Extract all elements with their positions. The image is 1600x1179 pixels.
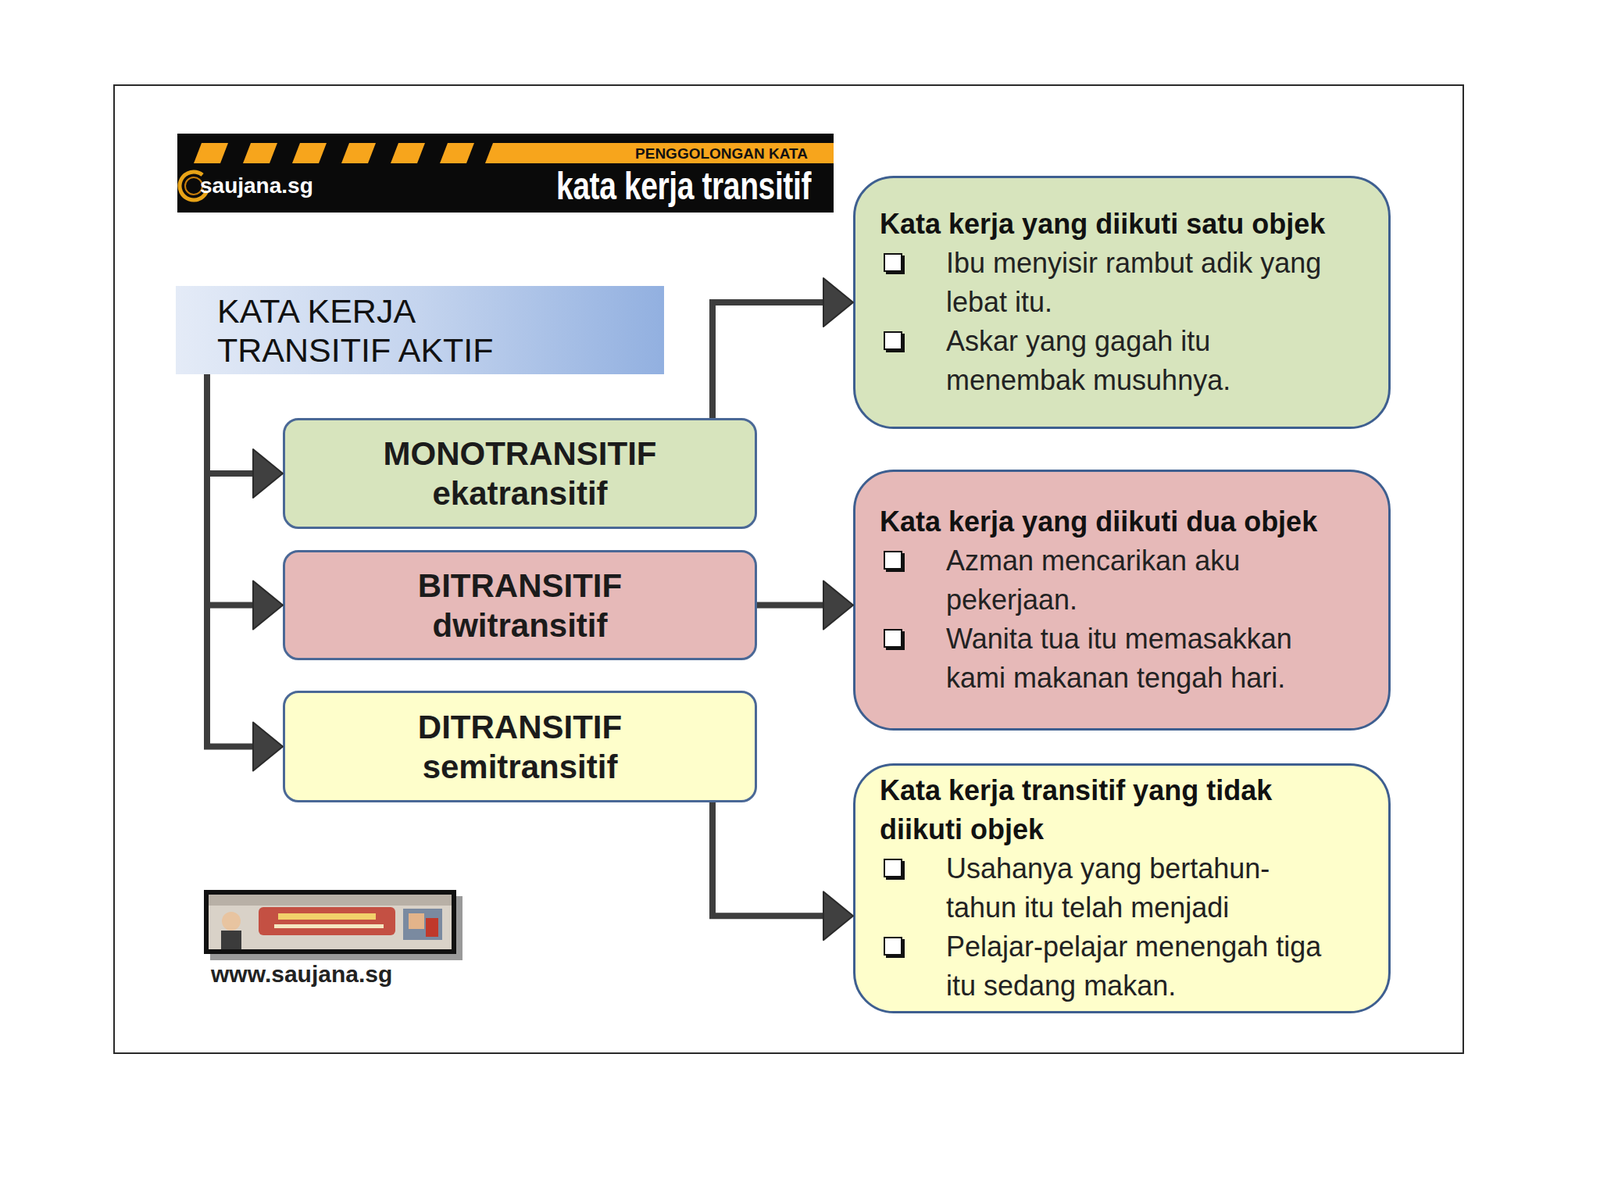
example-item: Ibu menyisir rambut adik yang lebat itu. bbox=[946, 243, 1389, 322]
website-url: www.saujana.sg bbox=[210, 960, 393, 988]
example-box: Kata kerja yang diikuti satu objekIbu me… bbox=[853, 175, 1391, 429]
root-box: KATA KERJA TRANSITIF AKTIF bbox=[175, 285, 665, 375]
checkbox-bullet bbox=[883, 628, 903, 648]
example-item: Usahanya yang bertahun-tahun itu telah m… bbox=[946, 849, 1389, 928]
banner-background bbox=[177, 133, 834, 213]
site-logo bbox=[203, 889, 465, 962]
connector bbox=[207, 374, 283, 498]
connector bbox=[207, 374, 283, 630]
logo-photo bbox=[425, 917, 439, 937]
category-name: BITRANSITIF bbox=[417, 565, 622, 606]
checkbox-bullet bbox=[883, 936, 903, 956]
arrow-head bbox=[823, 891, 854, 940]
logo-photo bbox=[403, 908, 443, 940]
connector-line bbox=[207, 374, 258, 474]
connector-line bbox=[712, 802, 829, 916]
banner-stripe bbox=[292, 142, 327, 164]
banner-stripe bbox=[242, 142, 278, 164]
example-sentence: Ibu menyisir rambut adik yang lebat itu. bbox=[946, 243, 1333, 322]
category-box: BITRANSITIFdwitransitif bbox=[282, 550, 758, 661]
category-name: MONOTRANSITIF bbox=[383, 433, 658, 474]
connector-line bbox=[712, 302, 829, 418]
checkbox-bullet bbox=[883, 331, 903, 350]
category-alias: ekatransitif bbox=[432, 473, 608, 514]
arrow-head bbox=[823, 581, 854, 630]
banner-stripe bbox=[193, 142, 229, 164]
example-sentence: Azman mencarikan aku pekerjaan. bbox=[946, 541, 1333, 620]
root-label: KATA KERJA TRANSITIF AKTIF bbox=[217, 291, 530, 370]
logo-text: saujana.sg bbox=[200, 173, 314, 199]
connector-line bbox=[207, 374, 258, 606]
logo-script bbox=[278, 913, 376, 920]
logo-border bbox=[203, 889, 457, 954]
banner-stripe bbox=[390, 142, 425, 164]
logo-ring bbox=[185, 177, 203, 195]
category-alias: semitransitif bbox=[422, 746, 618, 787]
arrow-head bbox=[253, 449, 283, 498]
checkbox-bullet bbox=[883, 550, 903, 570]
example-sentence: Askar yang gagah itu menembak musuhnya. bbox=[946, 321, 1333, 400]
banner-stripe bbox=[341, 142, 376, 164]
checkbox-bullet bbox=[883, 253, 903, 272]
logo-banner bbox=[258, 907, 396, 936]
example-box: Kata kerja transitif yang tidak diikuti … bbox=[853, 763, 1391, 1014]
example-heading: Kata kerja yang diikuti dua objek bbox=[879, 502, 1341, 542]
connector-line bbox=[757, 602, 829, 609]
connector bbox=[712, 278, 854, 418]
connector-line bbox=[207, 374, 258, 747]
banner-title: kata kerja transitif bbox=[556, 164, 811, 208]
logo-script bbox=[274, 924, 384, 929]
example-sentence: Wanita tua itu memasakkan kami makanan t… bbox=[946, 619, 1333, 698]
logo-figure bbox=[221, 930, 242, 950]
category-alias: dwitransitif bbox=[432, 605, 608, 646]
arrow-head bbox=[823, 278, 854, 327]
example-box: Kata kerja yang diikuti dua objekAzman m… bbox=[853, 469, 1391, 731]
connector bbox=[207, 374, 283, 772]
logo-figure bbox=[221, 911, 241, 931]
example-heading: Kata kerja yang diikuti satu objek bbox=[879, 204, 1341, 244]
logo-fill bbox=[208, 894, 452, 950]
connector bbox=[757, 581, 854, 630]
arrow-head bbox=[253, 581, 283, 630]
logo-strip bbox=[208, 894, 452, 906]
example-item: Pelajar-pelajar menengah tiga itu sedang… bbox=[946, 927, 1389, 1006]
example-sentence: Usahanya yang bertahun-tahun itu telah m… bbox=[946, 849, 1333, 928]
example-item: Askar yang gagah itu menembak musuhnya. bbox=[946, 321, 1389, 400]
logo-photo bbox=[408, 913, 425, 929]
banner-band bbox=[485, 142, 834, 164]
category-box: DITRANSITIFsemitransitif bbox=[282, 690, 758, 803]
arrow-head bbox=[253, 722, 283, 772]
example-item: Wanita tua itu memasakkan kami makanan t… bbox=[946, 619, 1389, 698]
example-heading: Kata kerja transitif yang tidak diikuti … bbox=[879, 771, 1341, 850]
connector bbox=[712, 802, 854, 940]
banner-subtitle: PENGGOLONGAN KATA bbox=[635, 144, 808, 163]
category-box: MONOTRANSITIFekatransitif bbox=[282, 417, 758, 529]
category-name: DITRANSITIF bbox=[417, 707, 622, 747]
example-item: Azman mencarikan aku pekerjaan. bbox=[946, 541, 1389, 620]
banner-stripe bbox=[439, 142, 475, 164]
example-sentence: Pelajar-pelajar menengah tiga itu sedang… bbox=[946, 927, 1333, 1006]
checkbox-bullet bbox=[883, 858, 903, 878]
